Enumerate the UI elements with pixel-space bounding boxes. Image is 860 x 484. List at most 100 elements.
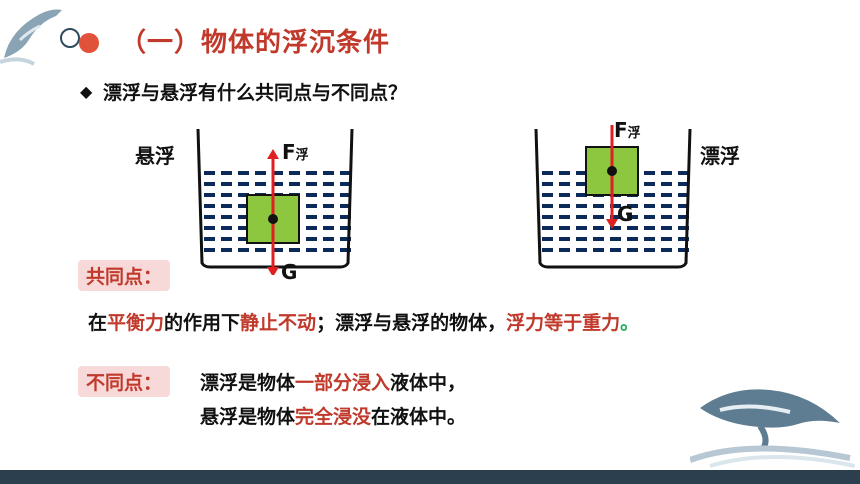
water-dash [576, 237, 587, 241]
water-dash [204, 193, 215, 197]
text-segment: 液体中， [390, 372, 467, 394]
question-text: 漂浮与悬浮有什么共同点与不同点？ [103, 82, 408, 104]
water-dash [221, 237, 232, 241]
title-ring [60, 28, 80, 48]
common-tag: 共同点： [78, 260, 171, 291]
water-dash [542, 171, 553, 175]
water-dash [323, 171, 334, 175]
water-dash [576, 182, 587, 186]
dolphin-decoration-bottom [690, 389, 855, 468]
water-dash [340, 171, 351, 175]
water-dash [306, 248, 317, 252]
water-dash [221, 248, 232, 252]
gravity-arrowhead [267, 267, 279, 275]
water-dash [593, 237, 604, 241]
text-segment: 漂浮是物体 [200, 372, 296, 394]
water-dash [272, 171, 283, 175]
label-float: 漂浮 [700, 144, 740, 168]
water-dash [255, 171, 266, 175]
water-dash [340, 248, 351, 252]
text-segment: 平衡力 [107, 312, 165, 334]
water-dash [627, 248, 638, 252]
water-dash [204, 171, 215, 175]
water-dash [678, 248, 689, 252]
water-dash [559, 215, 570, 219]
water-dash [559, 182, 570, 186]
water-dash [542, 215, 553, 219]
water-dash [323, 226, 334, 230]
water-dash [204, 182, 215, 186]
text-segment: ；漂浮与悬浮的物体， [316, 312, 507, 334]
text-segment: 一部分浸入 [295, 372, 391, 394]
diagram-floating [534, 125, 692, 269]
water-dash [323, 193, 334, 197]
water-dash [221, 193, 232, 197]
water-dash [610, 248, 621, 252]
beaker-outline [534, 128, 692, 269]
label-suspend: 悬浮 [135, 144, 175, 168]
water-dash [661, 193, 672, 197]
text-segment: 完全浸没 [295, 406, 372, 428]
text-segment: 悬浮是物体 [200, 406, 296, 428]
water-dash [323, 182, 334, 186]
water-dash [593, 248, 604, 252]
water-dash [238, 171, 249, 175]
page-title: （一）物体的浮沉条件 [120, 28, 391, 58]
water-dash [661, 182, 672, 186]
water-dash [542, 204, 553, 208]
water-dash [627, 237, 638, 241]
water-dash [306, 171, 317, 175]
water-dash [204, 248, 215, 252]
force-gravity-label-left: G [281, 260, 298, 284]
water-dash [238, 215, 249, 219]
water-dash [644, 215, 655, 219]
water-dash [678, 226, 689, 230]
force-buoyancy-label-right: F浮 [614, 118, 641, 142]
water-dash [559, 171, 570, 175]
center-of-mass-dot [607, 166, 617, 176]
water-dash [610, 215, 621, 219]
buoyancy-arrowhead [267, 149, 279, 159]
water-dash [559, 237, 570, 241]
water-dash [678, 193, 689, 197]
water-dash [559, 193, 570, 197]
text-segment: 浮力等于重力 [506, 312, 621, 334]
water-dash [238, 193, 249, 197]
text-segment: 在 [88, 312, 108, 334]
water-dash [644, 248, 655, 252]
water-dash [542, 237, 553, 241]
water-dash [340, 193, 351, 197]
gravity-arrowhead [606, 219, 618, 229]
water-dash [238, 248, 249, 252]
difference-line-suspension: 悬浮是物体完全浸没在液体中。 [200, 402, 466, 429]
water-dash [678, 215, 689, 219]
water-dash [661, 204, 672, 208]
water-dash [238, 237, 249, 241]
water-dash [221, 226, 232, 230]
water-dash [661, 237, 672, 241]
water-dash [306, 182, 317, 186]
water-dash [576, 171, 587, 175]
water-dash [340, 226, 351, 230]
water-dash [204, 204, 215, 208]
water-dash [542, 182, 553, 186]
force-gravity-label-right: G [617, 202, 634, 226]
water-dash [610, 226, 621, 230]
water-dash [610, 237, 621, 241]
water-dash [542, 193, 553, 197]
water-dash [323, 215, 334, 219]
force-buoyancy-label-left: F浮 [282, 140, 309, 164]
water-dash [661, 171, 672, 175]
water-dash [593, 226, 604, 230]
water-dash [221, 204, 232, 208]
water-dash [204, 226, 215, 230]
water-dash [593, 204, 604, 208]
dolphin-decoration-top [0, 9, 62, 66]
water-dash [204, 215, 215, 219]
water-dash [610, 204, 621, 208]
water-dash [576, 204, 587, 208]
difference-line-floating: 漂浮是物体一部分浸入液体中， [200, 368, 466, 395]
common-statement: 在平衡力的作用下静止不动；漂浮与悬浮的物体，浮力等于重力。 [88, 308, 639, 335]
water-dash [627, 215, 638, 219]
difference-tag: 不同点： [78, 366, 171, 397]
